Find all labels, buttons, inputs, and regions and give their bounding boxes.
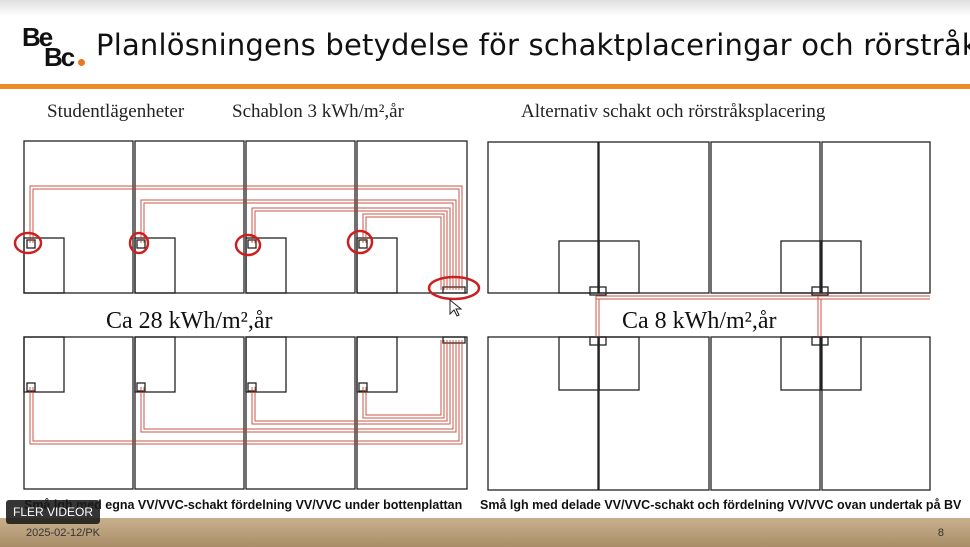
left-caption: Små lgh med egna VV/VVC-schakt fördelnin… bbox=[24, 498, 463, 512]
right-caption: Små lgh med delade VV/VVC-schakt och för… bbox=[480, 498, 962, 512]
left-top-pipes bbox=[29, 185, 463, 290]
right-energy-value: Ca 8 kWh/m²,år bbox=[618, 308, 781, 335]
left-bottom-units bbox=[23, 336, 468, 490]
bebo-logo: Be Bc bbox=[22, 22, 85, 72]
more-videos-button[interactable]: FLER VIDEOR bbox=[6, 500, 101, 524]
shaft-markers bbox=[13, 229, 481, 301]
footer-date: 2025-02-12/PK bbox=[26, 527, 100, 539]
left-heading-b: Schablon 3 kWh/m²,år bbox=[232, 101, 404, 122]
video-top-gradient bbox=[0, 0, 970, 16]
accent-rule bbox=[0, 84, 970, 89]
logo-text-bottom: Bc bbox=[44, 42, 75, 72]
right-bottom-units bbox=[487, 336, 931, 491]
left-bottom-pipes bbox=[29, 340, 463, 445]
right-top-units bbox=[487, 141, 931, 296]
right-heading: Alternativ schakt och rörstråksplacering bbox=[521, 101, 826, 122]
logo-text-top: Be bbox=[22, 22, 53, 52]
left-energy-value: Ca 28 kWh/m²,år bbox=[102, 308, 277, 335]
slide-footer: 2025-02-12/PK 8 bbox=[0, 518, 970, 547]
left-top-units bbox=[23, 140, 468, 294]
slide-title: Planlösningens betydelse för schaktplace… bbox=[96, 28, 970, 62]
page-number: 8 bbox=[937, 527, 944, 539]
logo-dot-icon bbox=[78, 59, 85, 66]
left-heading-a: Studentlägenheter bbox=[47, 101, 185, 122]
right-pipes bbox=[595, 295, 930, 337]
mouse-cursor-icon bbox=[449, 298, 463, 317]
